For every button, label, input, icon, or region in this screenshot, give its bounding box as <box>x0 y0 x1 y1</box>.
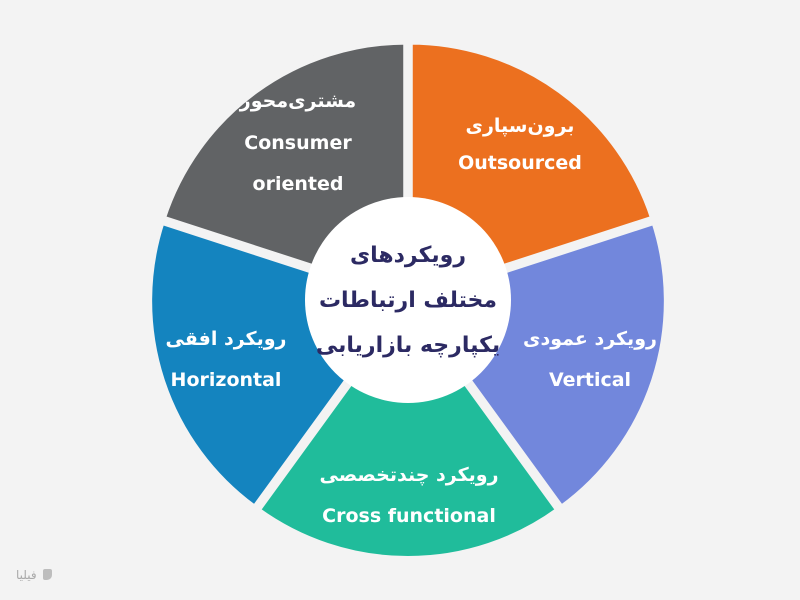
filia-logo-icon <box>43 569 53 580</box>
segment-outsourced-fa-label: برون‌سپاری <box>466 115 575 137</box>
segment-vertical-fa-label: رویکرد عمودی <box>523 328 657 350</box>
segment-horizontal-en-label: Horizontal <box>171 369 282 391</box>
segment-consumer-oriented-fa-label: مشتری‌محور <box>239 90 356 112</box>
center-title-line-2: مختلف ارتباطات <box>319 288 497 313</box>
center-title-line-1: رویکردهای <box>350 243 466 268</box>
center-title-line-3: یکپارچه بازاریابی <box>316 333 500 358</box>
brand-watermark: فیلیا <box>16 568 53 582</box>
segment-cross-functional <box>253 297 563 562</box>
segment-vertical-en-label: Vertical <box>549 369 631 391</box>
segment-cross-functional-en-label: Cross functional <box>322 505 496 527</box>
segment-consumer-oriented-en-label-line-1: Consumer <box>244 132 352 154</box>
segment-outsourced-en-label: Outsourced <box>458 152 582 174</box>
segment-horizontal-fa-label: رویکرد افقی <box>166 328 287 350</box>
center-circle <box>305 197 511 403</box>
segment-cross-functional-fa-label: رویکرد چندتخصصی <box>319 464 498 486</box>
brand-name: فیلیا <box>16 568 37 582</box>
segment-consumer-oriented-en-label-line-2: oriented <box>253 173 344 195</box>
